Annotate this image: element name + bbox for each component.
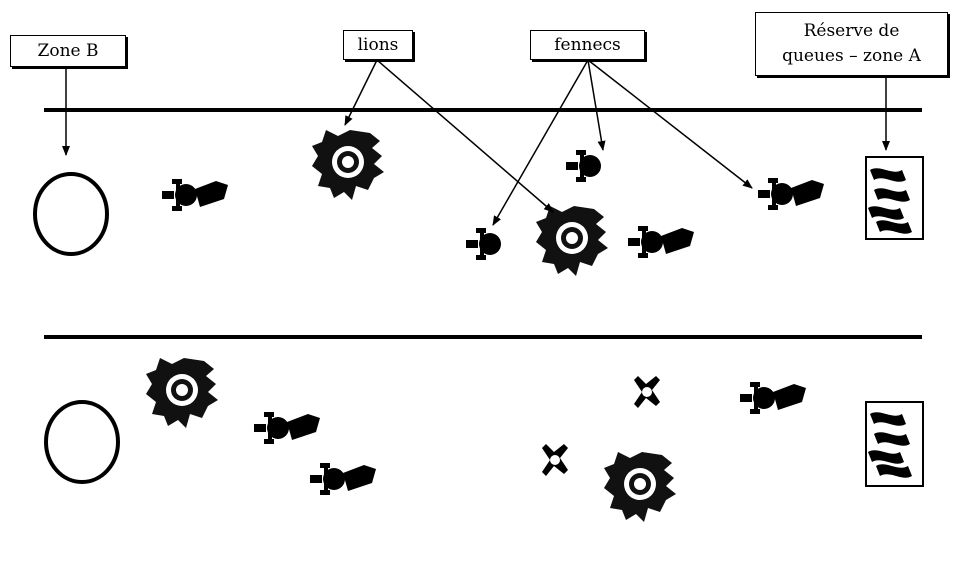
lions-label-text: lions xyxy=(357,35,399,55)
lion-icon xyxy=(536,206,608,276)
fennecs-label-text: fennecs xyxy=(554,35,621,55)
zone-b-circle-upper xyxy=(33,172,109,256)
arrow-fennec-1 xyxy=(492,59,589,226)
fennec-tailless-icon xyxy=(634,376,660,408)
zone-b-label-text: Zone B xyxy=(37,41,99,61)
zone-b-label: Zone B xyxy=(10,35,126,67)
tail-reserve-label-line2: queues – zone A xyxy=(782,46,921,66)
zone-b-circle-lower xyxy=(44,400,120,484)
tail-reserve-lower xyxy=(865,401,924,487)
tail-reserve-upper xyxy=(865,156,924,240)
arrow-lion-1 xyxy=(344,59,378,126)
lions-label: lions xyxy=(343,30,413,60)
lion-icon xyxy=(312,130,384,200)
fennec-icon xyxy=(162,179,228,211)
fennec-tailless-icon xyxy=(542,444,568,476)
fennec-icon xyxy=(566,150,601,182)
tail-reserve-label-line1: Réserve de xyxy=(803,21,900,41)
fennecs-label: fennecs xyxy=(530,30,645,60)
fennec-icon xyxy=(758,178,824,210)
fennec-icon xyxy=(310,463,376,495)
tail-reserve-label: Réserve de queues – zone A xyxy=(755,12,948,76)
arrow-fennec-3 xyxy=(587,59,753,189)
fennec-icon xyxy=(628,226,694,258)
arrow-lion-2 xyxy=(376,59,554,213)
lion-icon xyxy=(146,358,218,428)
arrow-fennec-2 xyxy=(587,59,606,151)
lion-icon xyxy=(604,452,676,522)
fennec-icon xyxy=(740,382,806,414)
fennec-icon xyxy=(466,228,501,260)
fennec-icon xyxy=(254,412,320,444)
